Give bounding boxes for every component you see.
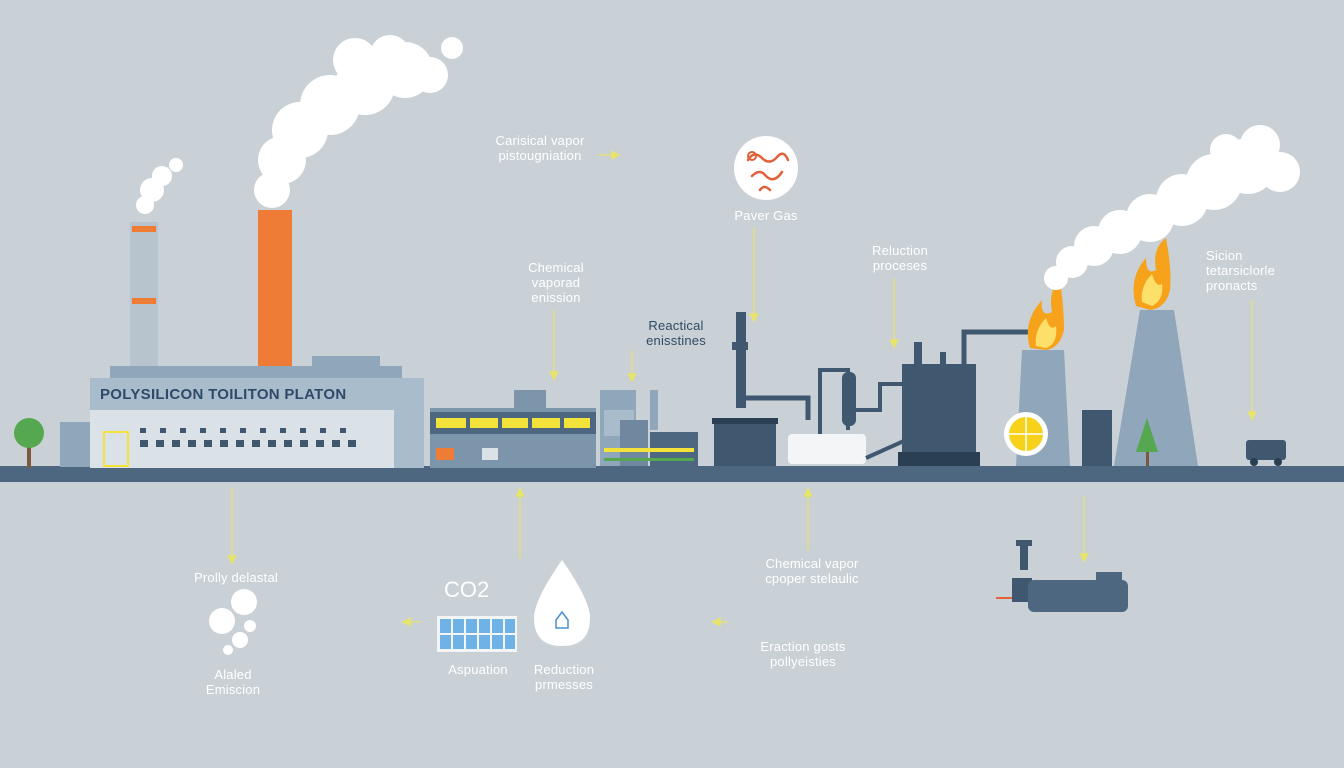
alaled-emission-label: Alaled Emiscion (178, 667, 288, 697)
ground-line (0, 466, 1344, 482)
eraction-line2: pollyeisties (770, 654, 836, 669)
furnace-unit (898, 329, 1032, 466)
plant-title: POLYSILICON TOILITON PLATON (100, 386, 347, 403)
cooling-tower-large (1114, 310, 1198, 466)
storage-cabinet (1082, 410, 1112, 466)
reduction-bottom-label: Reduction prmesses (512, 662, 616, 692)
emission-bubbles-icon (209, 589, 257, 655)
alaled-line2: Emiscion (205, 682, 261, 697)
aspuation-label: Aspuation (448, 662, 508, 677)
cve-line3: enission (531, 290, 581, 305)
gas-molecule-icon (734, 136, 798, 200)
reduction-bottom-line1: Reduction (533, 662, 595, 677)
smoke-cloud-icon (1044, 125, 1300, 290)
orange-chimney (258, 210, 292, 370)
flame-icon (1027, 280, 1064, 350)
reactical-line1: Reactical (648, 318, 704, 333)
cvb-line1: Chemical vapor (765, 556, 859, 571)
truck-icon (1246, 440, 1286, 466)
flow-arrows (227, 150, 1257, 627)
silicon-products-line2: tetarsiclorle (1206, 263, 1276, 278)
cvd-top-line2: pistougniation (498, 148, 582, 163)
reactical-line2: enisstines (646, 333, 706, 348)
eraction-label: Eraction gosts pollyeisties (734, 639, 872, 669)
silicon-products-line3: pronacts (1206, 278, 1258, 293)
tree-icon (14, 418, 44, 468)
eraction-line1: Eraction gosts (760, 639, 846, 654)
reduction-bottom-line2: prmesses (535, 677, 593, 692)
prolly-label: Prolly delastal (194, 570, 278, 585)
annex-building (60, 422, 92, 467)
cve-line1: Chemical (528, 260, 584, 275)
main-plant-building (90, 356, 424, 468)
reduction-top-line2: proceses (872, 258, 928, 273)
alaled-line1: Alaled (214, 667, 252, 682)
chemical-vapor-emission-label: Chemical vaporad enission (498, 260, 614, 305)
paver-gas-label: Paver Gas (734, 208, 798, 223)
plant-windows (140, 428, 356, 447)
reactical-label: Reactical enisstines (618, 318, 734, 348)
silicon-products-line1: Sicion (1206, 248, 1243, 263)
water-drop-icon (534, 560, 590, 646)
thin-chimney (130, 222, 158, 370)
processing-building (430, 390, 596, 468)
cvb-line2: cpoper stelaulic (765, 571, 859, 586)
factory-complex (600, 390, 698, 466)
silicon-products-label: Sicion tetarsiclorle pronacts (1206, 248, 1306, 293)
cvd-top-line1: Carisical vapor (495, 133, 585, 148)
reduction-top-label: Reluction proceses (842, 243, 958, 273)
flame-icon (1133, 238, 1171, 310)
cvd-top-label: Carisical vapor pistougniation (470, 133, 610, 163)
reactor-equipment (712, 312, 907, 466)
chemical-vapor-bottom-label: Chemical vapor cpoper stelaulic (740, 556, 884, 586)
tree-icon (1136, 418, 1158, 466)
cve-line2: vaporad (531, 275, 581, 290)
reduction-top-line1: Reluction (872, 243, 928, 258)
solar-panel-icon (437, 616, 517, 652)
separator-machine-icon (996, 540, 1128, 612)
smoke-cloud-icon (136, 35, 463, 214)
co2-label: CO2 (444, 577, 490, 602)
sun-icon (1004, 412, 1048, 456)
